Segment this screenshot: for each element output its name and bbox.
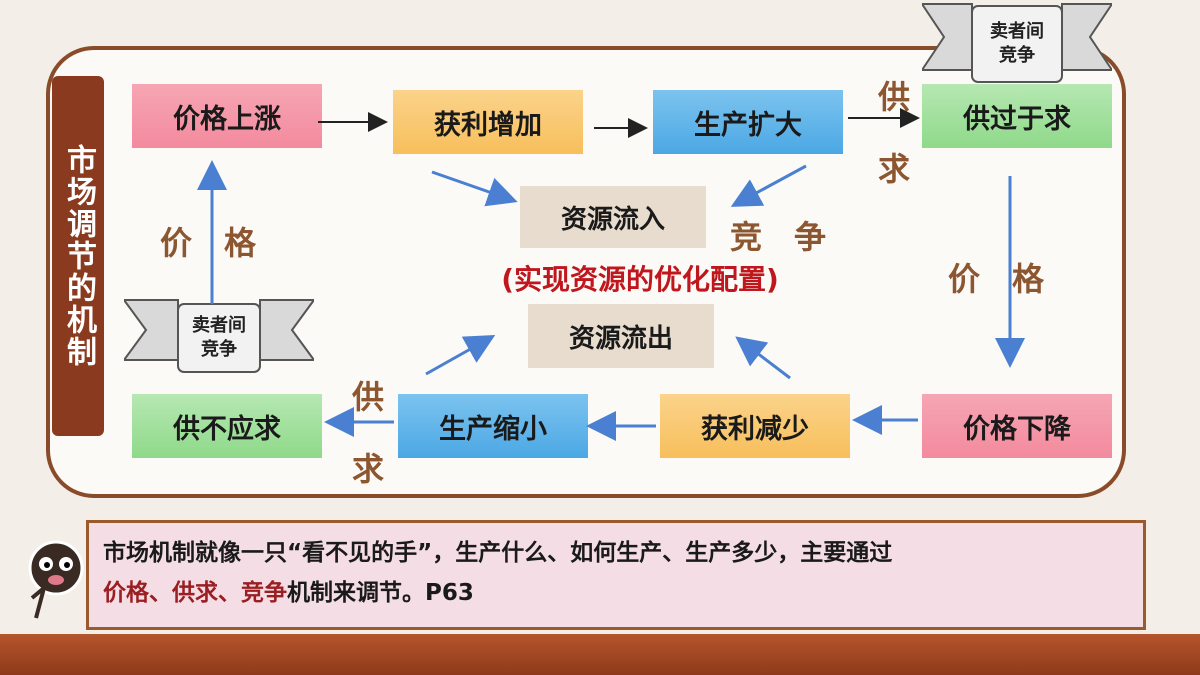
floor-bar — [0, 634, 1200, 675]
box-oversupply: 供过于求 — [922, 84, 1112, 148]
label-price-left: 价 格 — [160, 224, 257, 262]
arrow-production-down-to-resource-out — [425, 335, 496, 376]
label-supply-bottom: 供 — [352, 378, 385, 416]
banner-top-label: 卖者间 竞争 — [990, 21, 1044, 66]
arrow-profit-down-to-resource-out — [735, 336, 791, 380]
mascot-icon — [28, 540, 84, 619]
box-undersupply: 供不应求 — [132, 394, 322, 458]
center-note: (实现资源的优化配置) — [501, 263, 779, 296]
note-rest: 机制来调节。P63 — [287, 580, 474, 606]
banner-top: 卖者间 竞争 — [920, 0, 1114, 86]
box-profit-up: 获利增加 — [393, 90, 583, 154]
arrow-profit-up-to-resource-in — [431, 170, 518, 207]
box-production-down: 生产缩小 — [398, 394, 588, 458]
summary-note: 市场机制就像一只“看不见的手”，生产什么、如何生产、生产多少，主要通过 价格、供… — [86, 520, 1146, 630]
box-resource-in: 资源流入 — [520, 186, 706, 248]
box-price-up: 价格上涨 — [132, 84, 322, 148]
note-line1: 市场机制就像一只“看不见的手”，生产什么、如何生产、生产多少，主要通过 — [103, 540, 893, 566]
label-demand-top: 求 — [878, 150, 911, 188]
banner-ribbon-icon — [122, 299, 316, 373]
box-production-up: 生产扩大 — [653, 90, 843, 154]
arrow-production-up-to-resource-in — [730, 164, 807, 207]
label-price-right: 价 格 — [948, 260, 1045, 298]
label-demand-bottom: 求 — [352, 450, 385, 488]
banner-left: 卖者间 竞争 — [122, 296, 316, 376]
label-competition: 竞 争 — [730, 218, 827, 256]
box-price-down: 价格下降 — [922, 394, 1112, 458]
banner-left-label: 卖者间 竞争 — [192, 315, 246, 360]
box-resource-out: 资源流出 — [528, 304, 714, 368]
side-title: 市场调节的机制 — [52, 76, 104, 436]
banner-ribbon-icon — [920, 3, 1114, 83]
note-highlight: 价格、供求、竞争 — [103, 580, 287, 606]
box-profit-down: 获利减少 — [660, 394, 850, 458]
